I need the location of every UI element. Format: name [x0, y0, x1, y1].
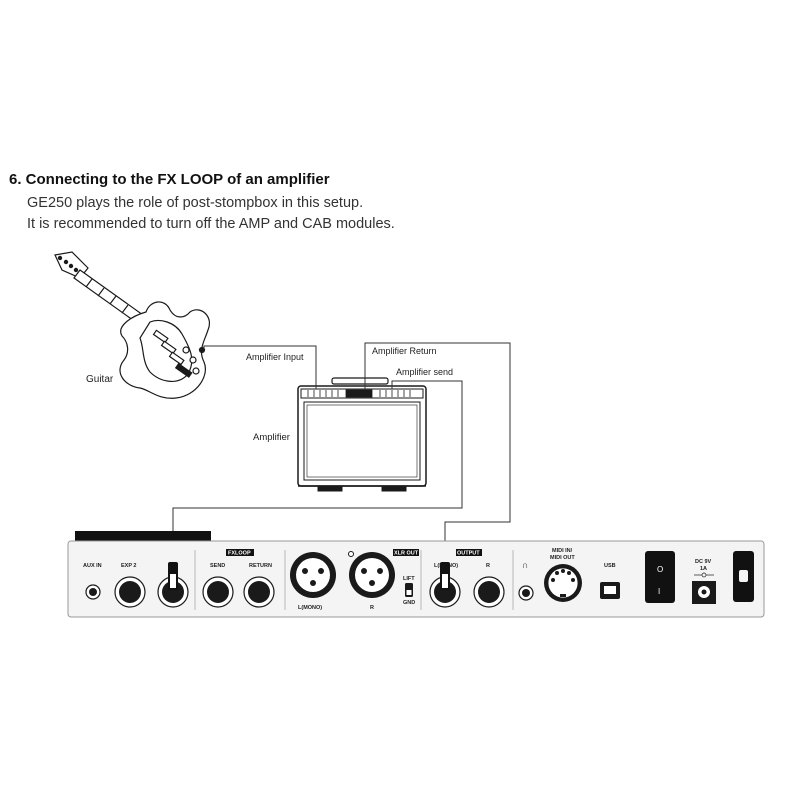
amplifier-return-label: Amplifier Return: [372, 346, 437, 356]
amplifier-label: Amplifier: [253, 432, 290, 443]
guitar-illustration: [54, 251, 210, 399]
power-switch-on-mark: O: [657, 565, 663, 574]
fx-loop-badge: [226, 549, 254, 556]
lock-slot: [733, 551, 754, 602]
fx-loop-label: FXLOOP: [228, 551, 251, 557]
ge250-rear-panel: [67, 540, 765, 618]
amplifier-input-label: Amplifier Input: [246, 352, 304, 362]
xlr-left-label: L(MONO): [298, 605, 322, 611]
section-heading: 6. Connecting to the FX LOOP of an ampli…: [9, 171, 330, 188]
output-left-jack[interactable]: [429, 576, 461, 608]
ground-lift-switch[interactable]: [405, 583, 413, 597]
lift-label: LIFT: [403, 576, 415, 582]
amplifier-send-label: Amplifier send: [396, 367, 453, 377]
output-right-jack[interactable]: [473, 576, 505, 608]
gnd-label: GND: [403, 600, 415, 606]
dc-label-line1: DC 9V: [695, 559, 712, 565]
xlr-right-label: R: [370, 605, 374, 611]
cable-plug-output: [440, 562, 450, 590]
midi-label-line2: MIDI OUT: [550, 555, 575, 561]
amplifier-illustration: [297, 377, 427, 492]
midi-connector[interactable]: [544, 564, 582, 602]
aux-in-jack[interactable]: [85, 584, 101, 600]
output-label: OUTPUT: [457, 551, 480, 557]
description-line-1: GE250 plays the role of post-stompbox in…: [27, 195, 364, 211]
input-jack[interactable]: [157, 576, 189, 608]
output-badge: [456, 549, 482, 556]
dc-polarity-icon: [694, 572, 714, 578]
output-right-label: R: [486, 563, 490, 569]
usb-label: USB: [604, 563, 616, 569]
xlr-out-badge: [393, 549, 419, 556]
midi-label-line1: MIDI IN/: [552, 548, 573, 554]
exp2-label: EXP 2: [121, 563, 137, 569]
power-switch-off-mark: I: [658, 587, 660, 596]
guitar-label: Guitar: [86, 374, 114, 385]
usb-port[interactable]: [600, 582, 620, 599]
panel-dividers: [194, 550, 514, 610]
xlr-left-connector[interactable]: [290, 552, 336, 598]
dc-power-jack[interactable]: [692, 581, 716, 604]
aux-in-label: AUX IN: [83, 563, 102, 569]
cable-plug-input: [168, 562, 178, 590]
description-line-2: It is recommended to turn off the AMP an…: [27, 216, 395, 232]
xlr-latch-icon: [348, 551, 354, 557]
headphone-icon: ∩: [522, 560, 528, 570]
xlr-out-label: XLR OUT: [394, 551, 419, 557]
fx-send-jack[interactable]: [202, 576, 234, 608]
exp2-jack[interactable]: [114, 576, 146, 608]
return-label: RETURN: [249, 563, 272, 569]
send-label: SEND: [210, 563, 225, 569]
headphone-jack[interactable]: [518, 585, 534, 601]
fx-return-jack[interactable]: [243, 576, 275, 608]
signal-cables: [172, 342, 511, 562]
xlr-right-connector[interactable]: [349, 552, 395, 598]
power-switch[interactable]: O I: [645, 551, 675, 603]
dc-label-line2: 1A: [700, 566, 707, 572]
panel-top-bar: [75, 531, 211, 542]
